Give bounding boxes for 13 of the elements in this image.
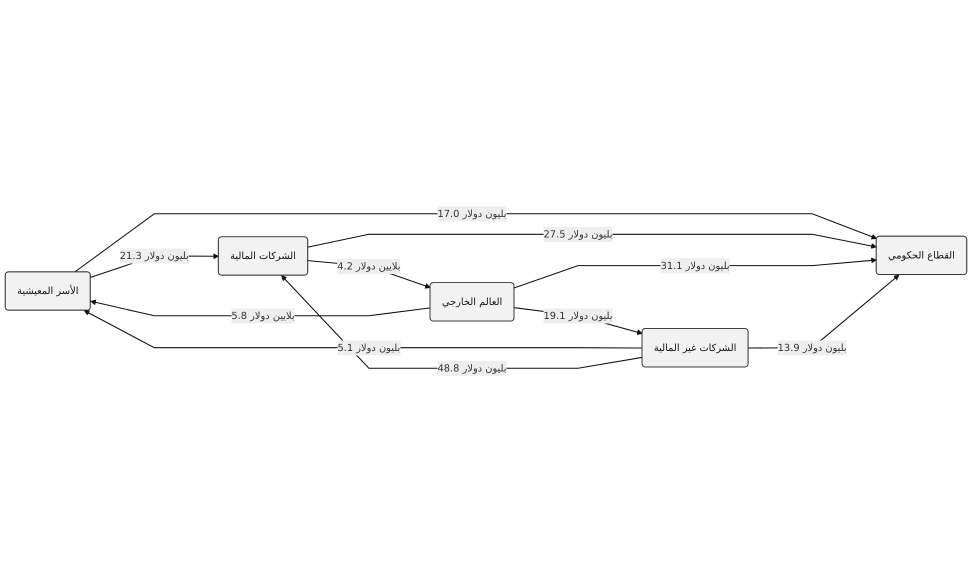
arrow (281, 275, 642, 369)
edge-label: 21.3 بليون دولار (120, 250, 189, 262)
arrow (514, 307, 643, 335)
edge-label: 5.1 بليون دولار (338, 342, 400, 354)
edge-label: 19.1 بليون دولار (544, 310, 613, 322)
edge-label: 27.5 بليون دولار (544, 228, 613, 240)
edge-label: 17.0 بليون دولار (438, 208, 507, 220)
edge-label: 48.8 بليون دولار (438, 362, 507, 374)
edge-label: 13.9 بليون دولار (778, 342, 847, 354)
edge-label: 5.8 بلايين دولار (231, 310, 295, 322)
edge-label: 4.2 بلايين دولار (337, 260, 400, 272)
arrow (514, 258, 877, 288)
edge-label: 31.1 بليون دولار (660, 260, 730, 272)
